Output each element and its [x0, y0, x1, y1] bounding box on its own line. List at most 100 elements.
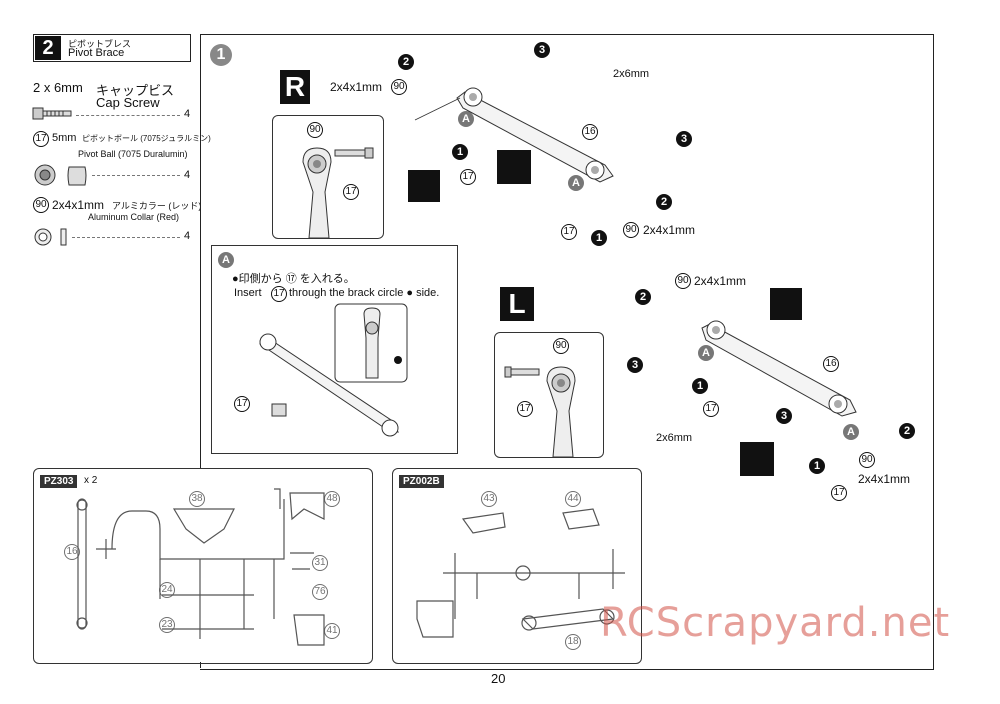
right-step-1b: 1	[591, 230, 607, 246]
detail-ball-ref: 17	[517, 401, 533, 417]
part-ref: 17	[33, 131, 49, 147]
pivot-ball-icon	[34, 164, 87, 186]
right-collar-ref: 90	[391, 79, 407, 95]
cap-screw-icon	[32, 107, 72, 120]
detail-ball-ref: 17	[343, 184, 359, 200]
assembly-frame-bottom-left	[200, 662, 201, 668]
divider	[92, 175, 180, 176]
right-brace-drawing	[414, 87, 614, 183]
right-ball-ref-2: 17	[561, 224, 577, 240]
right-mark-a2: A	[568, 175, 584, 191]
part-size: 2x4x1mm	[52, 198, 105, 212]
left-collar-ref-2: 90	[859, 452, 875, 468]
runner-ref: 38	[189, 491, 205, 507]
left-step-1b: 1	[809, 458, 825, 474]
runner-code: PZ002B	[399, 475, 444, 488]
divider	[76, 115, 180, 116]
flip-icon-left	[740, 442, 774, 476]
left-step-1: 1	[692, 378, 708, 394]
detail-a-ref: 17	[271, 286, 287, 302]
right-collar-label: 2x4x1mm	[330, 80, 383, 94]
step-title-en: Pivot Brace	[68, 47, 125, 59]
left-ball-ref: 17	[703, 401, 719, 417]
right-mark-a: A	[458, 111, 474, 127]
runner-multiplier: x 2	[84, 475, 98, 486]
left-side-label: L	[500, 287, 534, 321]
watermark: RCScrapyard.net	[600, 600, 951, 646]
left-collar-ref: 90	[675, 273, 691, 289]
part-qty: 4	[184, 169, 191, 181]
right-step-3: 3	[534, 42, 550, 58]
part-name-jp: アルミカラー (レッド)	[112, 201, 202, 211]
left-step-2: 2	[635, 289, 651, 305]
left-step-2b: 2	[899, 423, 915, 439]
runner-ref: 18	[565, 634, 581, 650]
divider	[72, 237, 180, 238]
section-number: 1	[210, 44, 232, 66]
left-step-3: 3	[627, 357, 643, 373]
part-qty: 4	[184, 230, 191, 242]
right-collar-ref-2: 90	[623, 222, 639, 238]
step-header: 2 ピボットブレス Pivot Brace	[33, 34, 191, 62]
left-mark-a: A	[698, 345, 714, 361]
step-title-jp: ピボットブレス	[68, 39, 132, 49]
pivot-brace-end-drawing	[302, 147, 374, 239]
left-collar-label-2: 2x4x1mm	[858, 472, 911, 486]
assembly-frame	[200, 34, 934, 670]
right-detail-box: 90 17	[272, 115, 384, 239]
detail-a-drawing	[259, 303, 408, 437]
part-name-en: Pivot Ball (7075 Duralumin)	[78, 149, 188, 159]
left-detail-box: 90 17	[494, 332, 604, 458]
order-icon-left	[770, 288, 802, 320]
page-number: 20	[491, 671, 506, 686]
part-name-jp: ピボットボール (7075ジュラルミン)	[82, 134, 211, 143]
detail-collar-ref: 90	[553, 338, 569, 354]
detail-a-text-en-1: Insert	[234, 287, 262, 299]
right-collar-label-2: 2x4x1mm	[643, 223, 696, 237]
left-ball-ref-2: 17	[831, 485, 847, 501]
right-screw-label: 2x6mm	[613, 68, 650, 80]
step-number: 2	[35, 36, 61, 60]
detail-a-mark: A	[218, 252, 234, 268]
runner-pz002b-drawing	[416, 508, 625, 638]
detail-a-box: A ●印側から ⑰ を入れる。 Insert 17 through the br…	[211, 245, 458, 454]
part-name-en: Aluminum Collar (Red)	[88, 212, 180, 222]
aluminum-collar-icon	[34, 228, 67, 246]
part-size: 5mm	[52, 132, 77, 144]
runner-ref: 76	[312, 584, 328, 600]
assembly-frame-left	[200, 34, 201, 468]
runner-ref: 44	[565, 491, 581, 507]
runner-ref: 48	[324, 491, 340, 507]
right-side-label: R	[280, 70, 310, 104]
order-icon-right	[408, 170, 440, 202]
runner-box-pz002b: PZ002B 43 44 18	[392, 468, 642, 664]
part-qty: 4	[184, 108, 191, 120]
part-name-en: Cap Screw	[96, 95, 160, 110]
runner-ref: 31	[312, 555, 328, 571]
flip-icon-right	[497, 150, 531, 184]
right-step-2: 2	[398, 54, 414, 70]
left-collar-label: 2x4x1mm	[694, 274, 747, 288]
right-step-3b: 3	[676, 131, 692, 147]
right-ball-ref: 17	[460, 169, 476, 185]
detail-collar-ref: 90	[307, 122, 323, 138]
right-step-2b: 2	[656, 194, 672, 210]
part-ref: 90	[33, 197, 49, 213]
runner-ref: 43	[481, 491, 497, 507]
pivot-brace-end-drawing	[504, 366, 576, 458]
detail-a-text-jp: ●印側から ⑰ を入れる。	[232, 273, 355, 285]
left-screw-label: 2x6mm	[656, 432, 693, 444]
left-step-3b: 3	[776, 408, 792, 424]
runner-code: PZ303	[40, 475, 78, 488]
runner-ref: 16	[64, 544, 80, 560]
part-size: 2 x 6mm	[33, 80, 83, 95]
part-name-jp: キャップビス	[96, 83, 175, 98]
runner-pz303-drawing	[76, 488, 325, 646]
detail-a-ball-ref: 17	[234, 396, 250, 412]
left-mark-a2: A	[843, 424, 859, 440]
left-brace-ref: 16	[823, 356, 839, 372]
runner-box-pz303: PZ303 x 2 16 38 48 24 31 76 23 41	[33, 468, 373, 664]
left-brace-drawing	[701, 320, 857, 417]
right-brace-ref: 16	[582, 124, 598, 140]
right-step-1: 1	[452, 144, 468, 160]
